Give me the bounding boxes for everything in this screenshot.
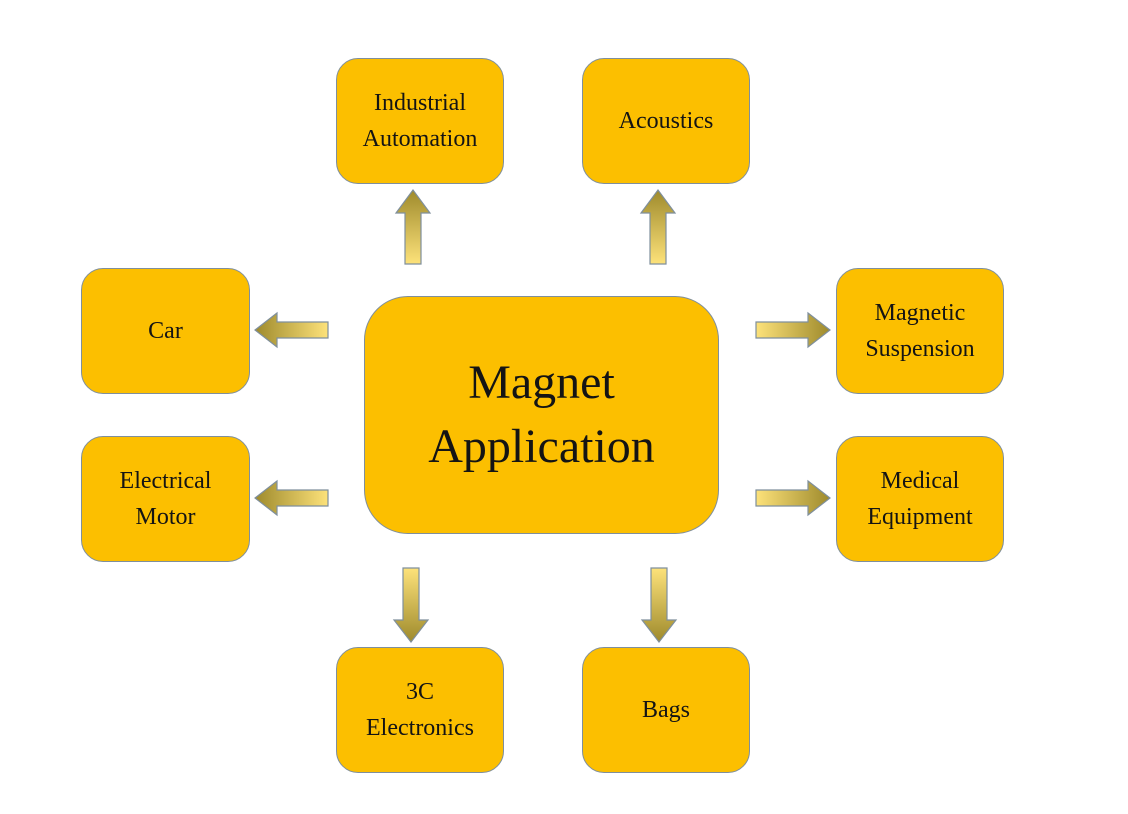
arrow-to-medical-equipment: [755, 479, 831, 517]
arrow-to-electrical-motor: [254, 479, 329, 517]
node-bags: Bags: [582, 647, 750, 773]
arrow-to-acoustics: [639, 188, 677, 265]
node-magnetic-suspension: Magnetic Suspension: [836, 268, 1004, 394]
node-3c-electronics: 3C Electronics: [336, 647, 504, 773]
node-medical-equipment: Medical Equipment: [836, 436, 1004, 562]
arrow-to-car: [254, 311, 329, 349]
node-acoustics: Acoustics: [582, 58, 750, 184]
arrow-to-bags: [640, 567, 678, 643]
arrow-to-magnetic-suspension: [755, 311, 831, 349]
node-industrial-automation: Industrial Automation: [336, 58, 504, 184]
center-node-magnet-application: Magnet Application: [364, 296, 719, 534]
arrow-to-industrial-automation: [394, 188, 432, 265]
node-electrical-motor: Electrical Motor: [81, 436, 250, 562]
node-car: Car: [81, 268, 250, 394]
arrow-to-3c-electronics: [392, 567, 430, 643]
